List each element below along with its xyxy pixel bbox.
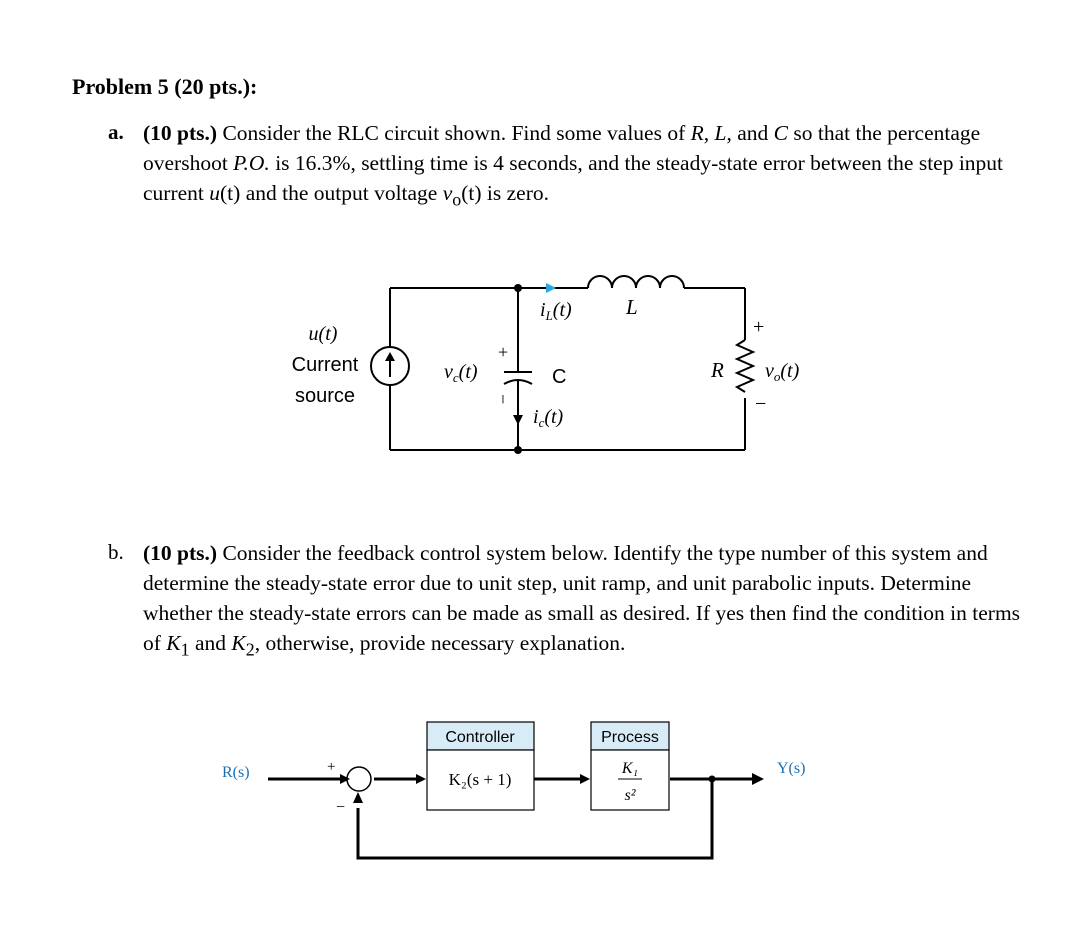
- current-source-circle: [370, 346, 410, 386]
- source-label-source: source: [295, 385, 355, 407]
- inductor-label: L: [625, 295, 638, 319]
- vc-label: vc(t): [444, 361, 478, 385]
- input-signal-label: R(s): [222, 764, 250, 781]
- sum-minus-sign: −: [336, 799, 345, 816]
- process-denominator: s²: [624, 787, 636, 804]
- part-a-text: (10 pts.) Consider the RLC circuit shown…: [143, 121, 1004, 210]
- controller-transfer-function: K₂(s + 1): [449, 770, 512, 789]
- controller-block: [426, 749, 535, 811]
- vo-minus-sign: −: [755, 393, 766, 415]
- iL-arrow-icon: [546, 283, 556, 293]
- source-label-current: Current: [292, 354, 359, 376]
- summing-junction: [346, 766, 372, 792]
- controller-title: Controller: [445, 729, 515, 746]
- part-a-label: a.: [108, 120, 124, 144]
- resistor-label: R: [710, 358, 724, 382]
- cap-minus-sign: −: [493, 394, 513, 404]
- part-a-points: (10 pts.): [143, 121, 218, 145]
- current-source-arrow-icon: [385, 352, 395, 361]
- part-b-label: b.: [108, 540, 124, 564]
- part-b-text: (10 pts.) Consider the feedback control …: [143, 541, 1021, 660]
- junction-bottom: [514, 446, 522, 454]
- arrow-output-icon: [752, 773, 764, 785]
- arrow-into-sum-icon: [340, 774, 350, 784]
- capacitor-label: C: [552, 366, 566, 388]
- feedback-path: [356, 779, 714, 860]
- process-block: [590, 749, 670, 811]
- problem-title: Problem 5 (20 pts.):: [72, 74, 258, 99]
- ic-label: ic(t): [533, 406, 564, 430]
- resistor-symbol: [734, 339, 756, 393]
- pickoff-point: [708, 775, 716, 783]
- source-label-u: u(t): [309, 323, 338, 345]
- vo-label: vo(t): [765, 360, 800, 384]
- ic-arrow-icon: [513, 415, 523, 425]
- vo-plus-sign: +: [753, 316, 764, 338]
- process-numerator: K₁: [621, 760, 638, 777]
- inductor-symbol: [587, 275, 685, 289]
- output-signal-label: Y(s): [777, 760, 805, 777]
- arrow-into-controller-icon: [416, 774, 426, 784]
- part-b-points: (10 pts.): [143, 541, 218, 565]
- junction-top: [514, 284, 522, 292]
- arrow-into-process-icon: [580, 774, 590, 784]
- cap-plus-sign: +: [498, 342, 508, 362]
- controller-header: [426, 721, 535, 751]
- capacitor-plate-bottom: [503, 379, 533, 385]
- arrow-feedback-icon: [353, 792, 363, 803]
- iL-label: iL(t): [540, 299, 572, 323]
- sum-plus-sign: +: [327, 759, 335, 775]
- process-title: Process: [601, 729, 659, 746]
